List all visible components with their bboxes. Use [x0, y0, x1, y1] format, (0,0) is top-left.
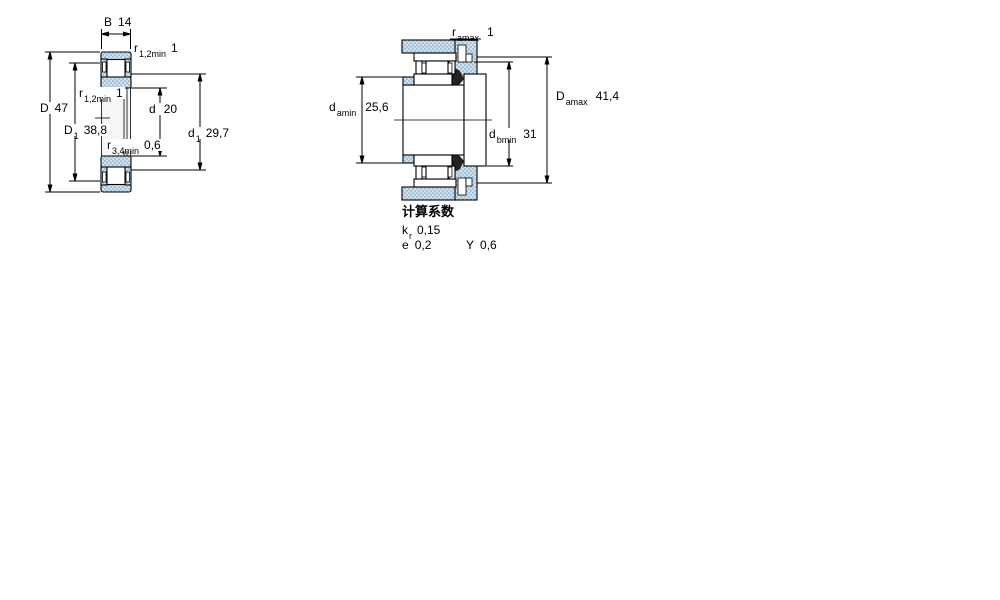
outer-ring [413, 178, 457, 188]
arrow [359, 155, 365, 164]
right-view [394, 39, 492, 201]
outer-ring-flange [415, 60, 423, 75]
arrow [506, 61, 512, 70]
arrow [506, 158, 512, 167]
groove [457, 177, 467, 196]
left-top-section [100, 51, 132, 89]
inner-ring [100, 155, 132, 168]
right-view-dimensions [356, 38, 552, 184]
dim-Damax [477, 56, 552, 184]
abutment-collar-bottom [402, 154, 415, 164]
groove [465, 177, 473, 187]
outer-ring [413, 52, 457, 62]
cage-slot [102, 171, 107, 183]
groove [457, 44, 467, 63]
housing-bottom [401, 186, 458, 201]
dim-damin [356, 76, 403, 164]
cage-bar [447, 62, 453, 74]
bearing-top-section [413, 52, 457, 86]
arrow [47, 184, 53, 193]
roller [106, 58, 126, 78]
arrow [47, 51, 53, 60]
arrow [72, 173, 78, 182]
arrow [72, 62, 78, 71]
dim-D1 [69, 62, 100, 182]
dim-dbmin [474, 61, 513, 167]
dim-B [101, 29, 131, 49]
left-bottom-section [100, 155, 132, 193]
arrow [197, 162, 203, 171]
roller [425, 60, 449, 75]
arrow [544, 175, 550, 184]
groove [465, 53, 473, 63]
arrow [101, 31, 109, 37]
arrow [157, 87, 163, 96]
locating-ring-bottom [446, 155, 478, 201]
bearing-bottom-section [413, 154, 457, 188]
arrow [544, 56, 550, 65]
roller [425, 165, 449, 180]
outer-ring-flange [415, 165, 423, 180]
arrow [197, 73, 203, 82]
dim-D [45, 51, 100, 193]
cage-slot [102, 61, 107, 73]
cage-bar [421, 166, 427, 178]
cage-bar [421, 62, 427, 74]
housing-top [401, 39, 458, 54]
dim-d1 [131, 73, 206, 171]
abutment-collar-top [402, 76, 415, 86]
arrow [123, 31, 131, 37]
roller [106, 166, 126, 186]
cage-bar [447, 166, 453, 178]
factors-title: 计算系数 [402, 204, 455, 219]
cage-slot [125, 171, 130, 183]
inner-ring [413, 154, 453, 167]
cage-slot [125, 61, 130, 73]
inner-ring [413, 73, 453, 86]
left-view [95, 51, 132, 193]
arrow [359, 76, 365, 85]
